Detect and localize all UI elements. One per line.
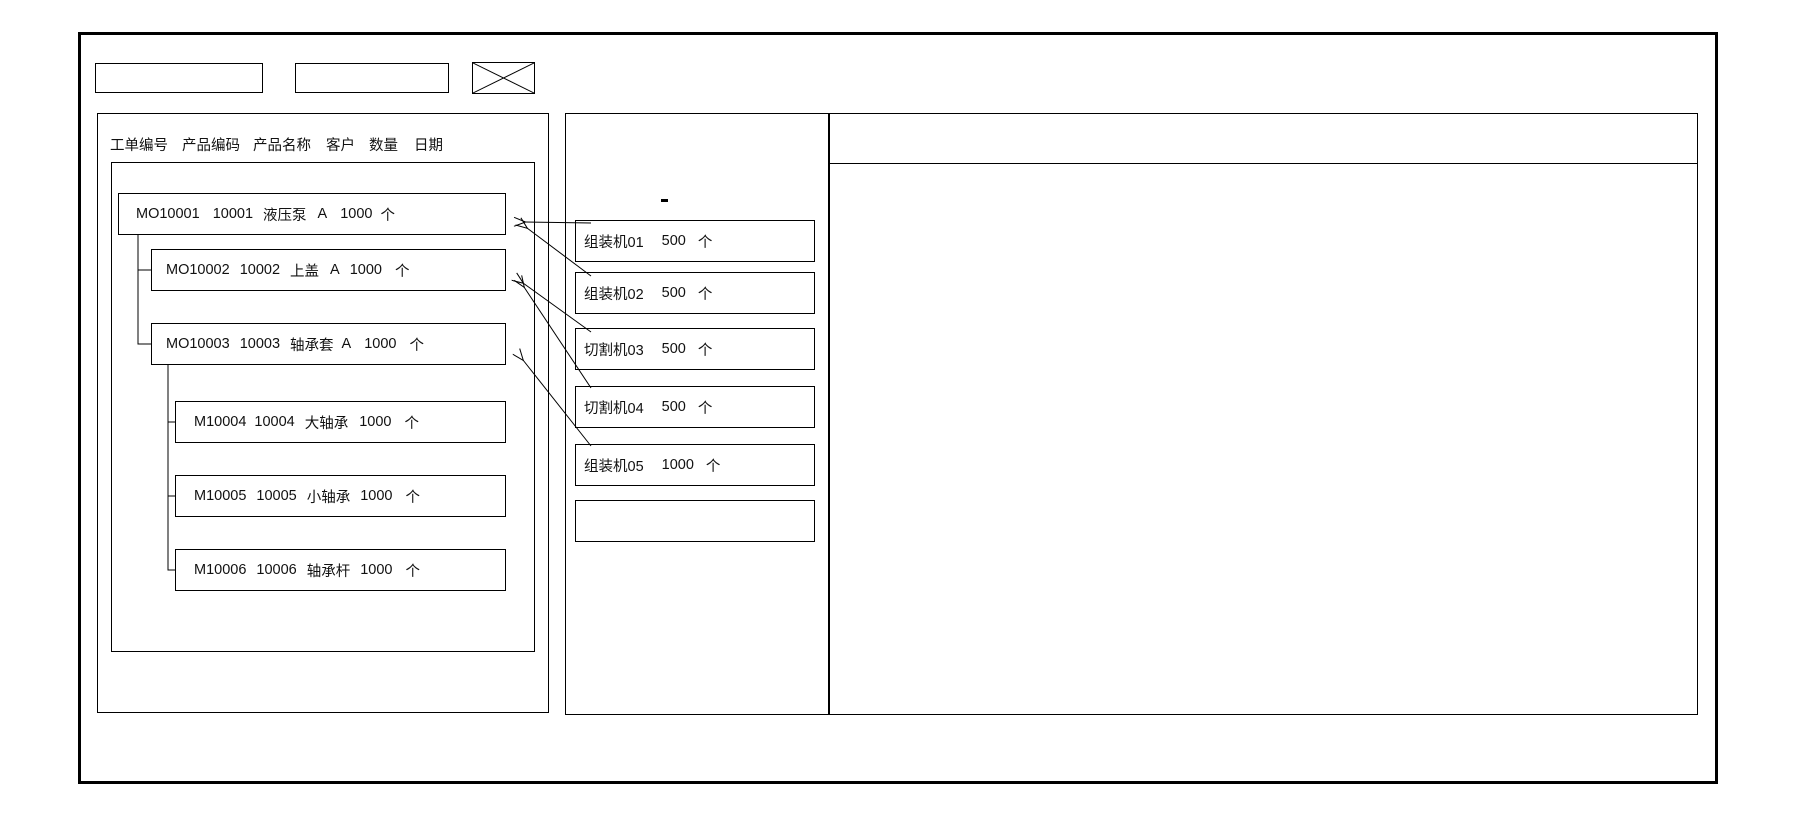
cell-product-name: 轴承杆 xyxy=(306,563,351,580)
column-header-customer: 客户 xyxy=(326,138,355,154)
cell-order-no: MO10003 xyxy=(166,336,230,352)
machine-unit: 个 xyxy=(697,342,713,359)
toolbar xyxy=(95,61,535,95)
machine-quantity: 500 xyxy=(661,399,686,415)
table-row[interactable]: M10005 10005 小轴承 1000 个 xyxy=(175,475,506,517)
list-item[interactable]: 切割机03 500 个 xyxy=(575,328,815,370)
column-header-order-no: 工单编号 xyxy=(110,138,168,154)
image-placeholder-icon[interactable] xyxy=(472,62,535,94)
cell-unit: 个 xyxy=(409,337,424,354)
machine-name: 组装机05 xyxy=(584,458,644,475)
machine-name: 切割机03 xyxy=(584,342,644,359)
work-order-panel: 工单编号 产品编码 产品名称 客户 数量 日期 xyxy=(97,113,549,713)
machine-quantity: 500 xyxy=(661,285,686,301)
cell-customer: A xyxy=(330,262,340,278)
cell-customer: A xyxy=(341,336,352,352)
toolbar-input-2[interactable] xyxy=(295,63,449,93)
machine-quantity: 1000 xyxy=(661,457,694,473)
cell-unit: 个 xyxy=(405,563,421,580)
machine-unit: 个 xyxy=(705,458,721,475)
cell-customer: A xyxy=(317,206,328,222)
table-row[interactable]: MO10002 10002 上盖 A 1000 个 xyxy=(151,249,506,291)
list-item[interactable]: 切割机04 500 个 xyxy=(575,386,815,428)
column-header-date: 日期 xyxy=(414,138,443,154)
cell-quantity: 1000 xyxy=(359,414,392,430)
table-row[interactable]: M10006 10006 轴承杆 1000 个 xyxy=(175,549,506,591)
cell-product-code: 10001 xyxy=(212,206,254,222)
cell-product-code: 10002 xyxy=(239,262,281,278)
cell-unit: 个 xyxy=(380,207,395,224)
detail-panel xyxy=(829,113,1698,715)
cell-quantity: 1000 xyxy=(360,488,393,504)
cell-order-no: MO10001 xyxy=(136,206,200,222)
table-row[interactable]: MO10001 10001 液压泵 A 1000 个 xyxy=(118,193,506,235)
cell-product-name: 小轴承 xyxy=(306,489,351,506)
main-window: 工单编号 产品编码 产品名称 客户 数量 日期 xyxy=(78,32,1718,784)
cell-quantity: 1000 xyxy=(364,336,397,352)
cell-order-no: MO10002 xyxy=(166,262,230,278)
cell-product-code: 10005 xyxy=(256,488,297,504)
work-order-tree: MO10001 10001 液压泵 A 1000 个 MO10002 10002… xyxy=(111,162,535,652)
machine-name: 组装机01 xyxy=(584,234,644,251)
machine-quantity: 500 xyxy=(661,233,686,249)
cell-product-code: 10006 xyxy=(256,562,297,578)
cell-unit: 个 xyxy=(404,415,420,432)
list-item[interactable]: 组装机01 500 个 xyxy=(575,220,815,262)
machine-unit: 个 xyxy=(697,286,713,303)
machine-schedule-panel: 组装机01 500 个 组装机02 500 个 切割机03 500 个 切割机0… xyxy=(565,113,829,715)
cell-unit: 个 xyxy=(405,489,421,506)
detail-panel-header-divider xyxy=(830,163,1697,164)
table-row[interactable]: MO10003 10003 轴承套 A 1000 个 xyxy=(151,323,506,365)
machine-name: 组装机02 xyxy=(584,286,644,303)
column-header-product-name: 产品名称 xyxy=(253,138,311,154)
cell-product-name: 轴承套 xyxy=(290,337,334,354)
toolbar-input-1[interactable] xyxy=(95,63,263,93)
cell-quantity: 1000 xyxy=(349,262,382,278)
list-item[interactable]: 组装机05 1000 个 xyxy=(575,444,815,486)
cell-product-name: 大轴承 xyxy=(304,415,349,432)
list-item[interactable]: 组装机02 500 个 xyxy=(575,272,815,314)
cell-order-no: M10005 xyxy=(194,488,247,504)
column-header-row: 工单编号 产品编码 产品名称 客户 数量 日期 xyxy=(110,134,443,155)
cell-order-no: M10006 xyxy=(194,562,247,578)
cell-product-code: 10003 xyxy=(239,336,281,352)
tree-row-list: MO10001 10001 液压泵 A 1000 个 MO10002 10002… xyxy=(112,163,534,651)
column-header-product-code: 产品编码 xyxy=(182,138,240,154)
cell-product-name: 上盖 xyxy=(290,263,320,280)
dash-marker-icon xyxy=(661,199,668,202)
cell-unit: 个 xyxy=(394,263,410,280)
machine-name: 切割机04 xyxy=(584,400,644,417)
machine-unit: 个 xyxy=(697,234,713,251)
machine-unit: 个 xyxy=(697,400,713,417)
cell-product-name: 液压泵 xyxy=(263,207,307,224)
cell-order-no: M10004 xyxy=(194,414,247,430)
list-item-empty[interactable] xyxy=(575,500,815,542)
cell-quantity: 1000 xyxy=(360,562,393,578)
table-row[interactable]: M10004 10004 大轴承 1000 个 xyxy=(175,401,506,443)
cell-product-code: 10004 xyxy=(254,414,295,430)
cell-quantity: 1000 xyxy=(340,206,373,222)
column-header-quantity: 数量 xyxy=(369,138,398,154)
machine-quantity: 500 xyxy=(661,341,686,357)
